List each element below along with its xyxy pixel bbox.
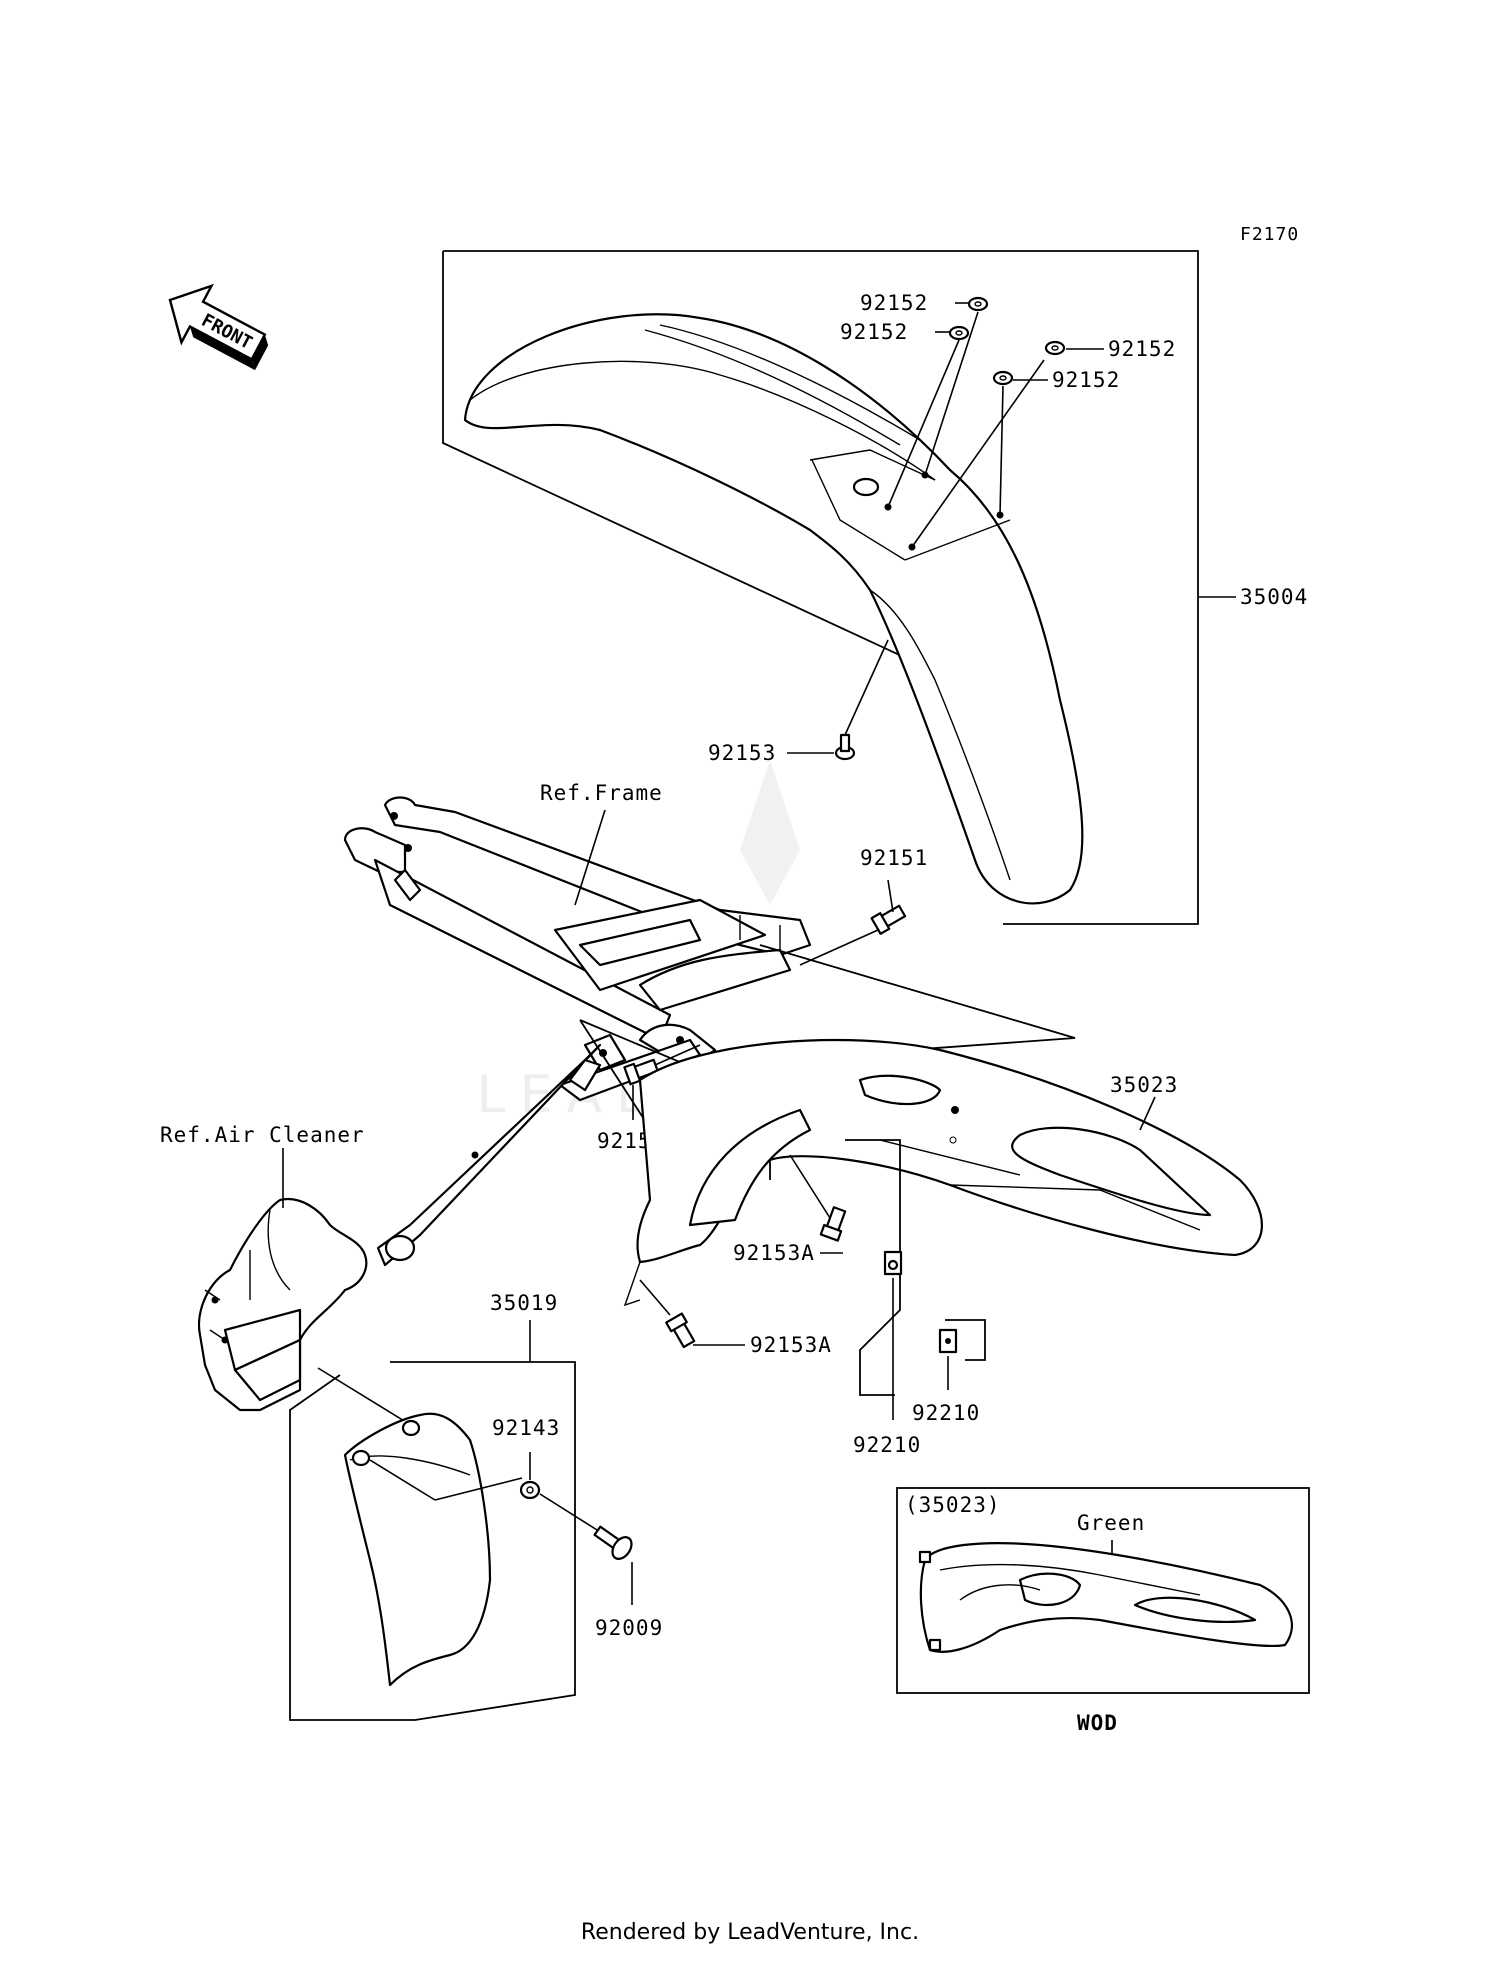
washer-92152-c[interactable] — [1044, 340, 1066, 356]
bolt-92151-b[interactable] — [623, 1057, 659, 1086]
part-label-92152-b[interactable]: 92152 — [840, 320, 908, 344]
clip-92210-b[interactable] — [938, 1328, 958, 1354]
inset-box — [896, 1487, 1310, 1694]
front-fender[interactable] — [463, 313, 1084, 905]
bolt-92151-a[interactable] — [870, 903, 907, 935]
part-label-92152-d[interactable]: 92152 — [1052, 368, 1120, 392]
bolt-92153A-a[interactable] — [819, 1206, 848, 1242]
inset-variant: WOD — [1077, 1711, 1118, 1735]
clip-callout-lines — [845, 1139, 986, 1396]
part-label-92152-a[interactable]: 92152 — [860, 291, 928, 315]
front-fender-group-box — [442, 250, 1199, 925]
part-label-92210-b[interactable]: 92210 — [912, 1401, 980, 1425]
part-label-35019[interactable]: 35019 — [490, 1291, 558, 1315]
air-cleaner-ref-label: Ref.Air Cleaner — [160, 1123, 365, 1147]
air-cleaner-ref — [197, 1197, 368, 1412]
rear-fender[interactable] — [623, 1038, 1263, 1307]
part-label-92009[interactable]: 92009 — [595, 1616, 663, 1640]
part-label-92153[interactable]: 92153 — [708, 741, 776, 765]
part-label-92153A-a[interactable]: 92153A — [733, 1241, 815, 1265]
part-label-92152-c[interactable]: 92152 — [1108, 337, 1176, 361]
washer-92152-a[interactable] — [967, 296, 989, 312]
footer-credit: Rendered by LeadVenture, Inc. — [580, 1920, 920, 1945]
mud-flap-group-box — [289, 1361, 576, 1721]
mud-flap[interactable] — [343, 1412, 492, 1687]
part-label-92151-a[interactable]: 92151 — [860, 846, 928, 870]
diagram-code: F2170 — [1240, 224, 1299, 245]
inset-ref: (35023) — [905, 1493, 1001, 1517]
inset-color: Green — [1077, 1511, 1145, 1535]
bolt-92153[interactable] — [834, 733, 856, 761]
part-label-92210-a[interactable]: 92210 — [853, 1433, 921, 1457]
part-label-35023[interactable]: 35023 — [1110, 1073, 1178, 1097]
screw-92009[interactable] — [591, 1521, 636, 1562]
frame-ref-label: Ref.Frame — [540, 781, 663, 805]
front-arrow: FRONT — [168, 283, 269, 371]
part-label-92153A-b[interactable]: 92153A — [750, 1333, 832, 1357]
washer-92143[interactable] — [519, 1480, 541, 1500]
bolt-92153A-b[interactable] — [665, 1312, 697, 1349]
clip-92210-a[interactable] — [883, 1250, 903, 1276]
part-label-35004[interactable]: 35004 — [1240, 585, 1308, 609]
washer-92152-b[interactable] — [948, 325, 970, 341]
inset-rear-fender[interactable] — [918, 1542, 1293, 1653]
washer-92152-d[interactable] — [992, 370, 1014, 386]
part-label-92143[interactable]: 92143 — [492, 1416, 560, 1440]
frame-ref — [343, 796, 812, 1267]
